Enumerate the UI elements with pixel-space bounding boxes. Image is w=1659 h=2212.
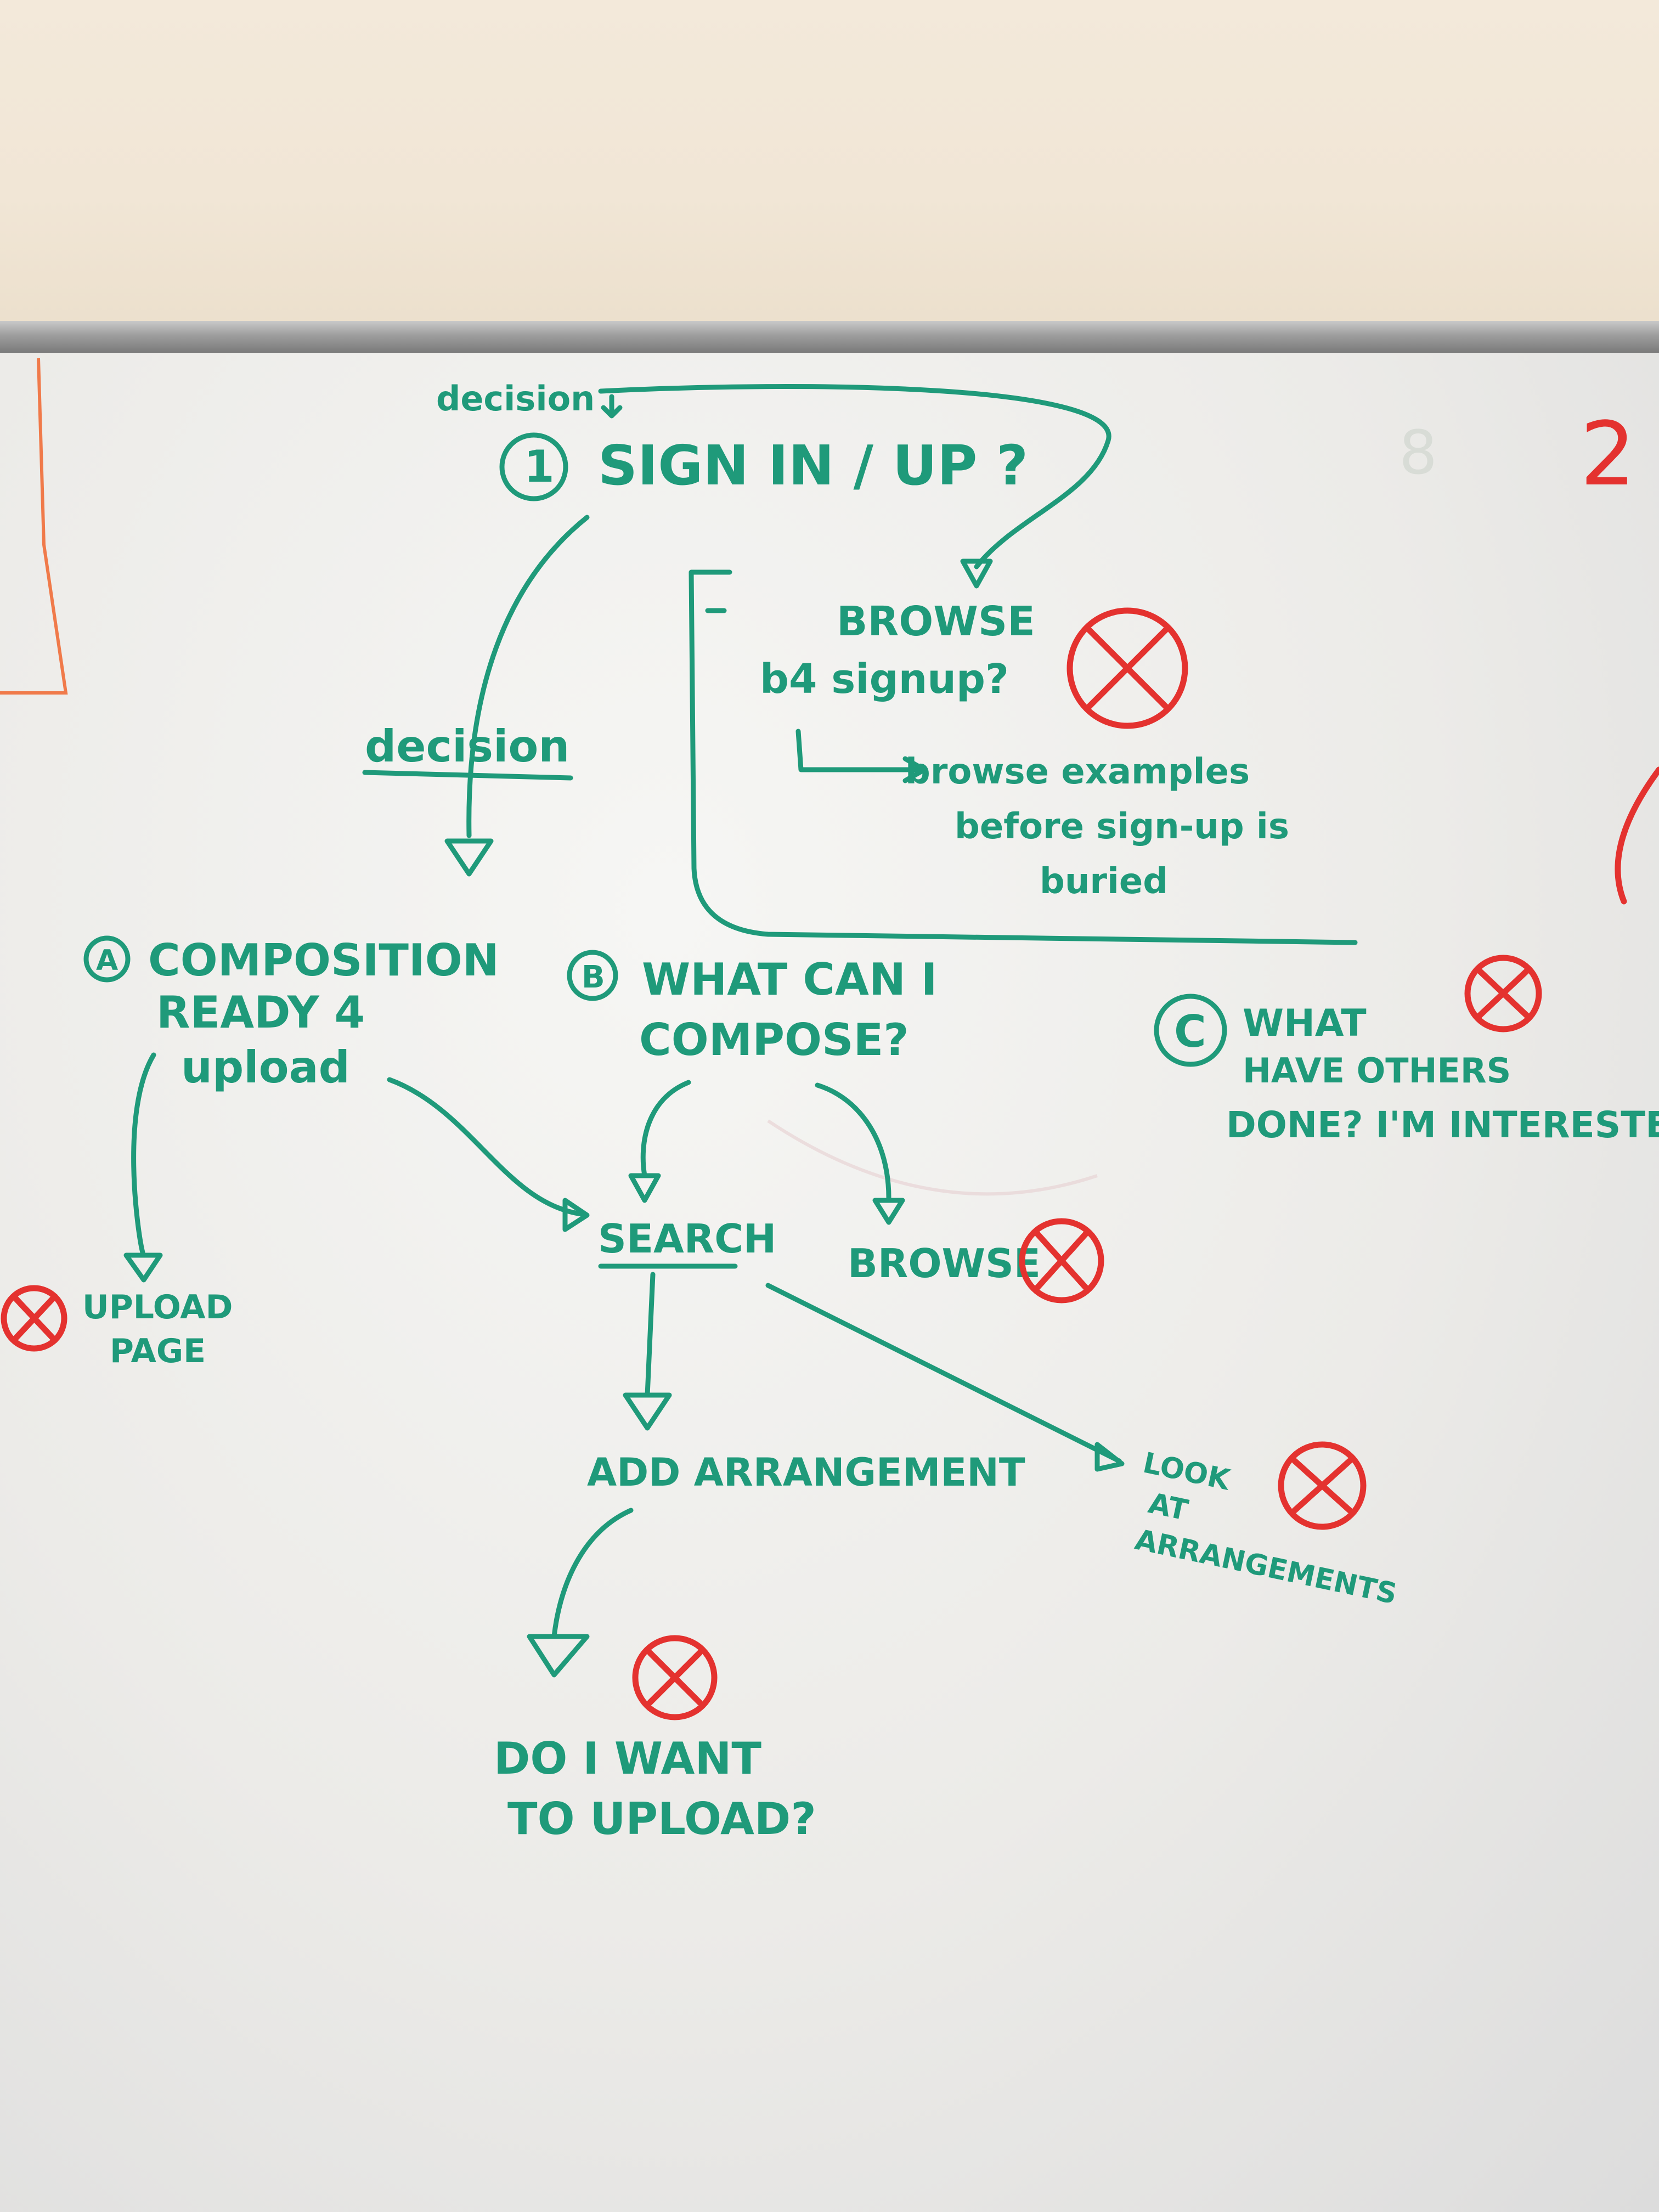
do-upload-red-x (647, 1650, 703, 1706)
decision-down-arrow (444, 838, 494, 877)
c-line3: DONE? I'M INTERESTED (1226, 1104, 1659, 1146)
search-text: SEARCH (598, 1216, 776, 1262)
ghost-mark: 8 (1399, 417, 1437, 488)
search-to-add-line (645, 1272, 656, 1398)
b-to-search-arrow-head (628, 1173, 661, 1203)
upload-line2: PAGE (110, 1332, 206, 1370)
browse-bottom-text: BROWSE (848, 1240, 1041, 1286)
c-red-x (1475, 967, 1531, 1020)
decision-underline (362, 770, 573, 781)
browse-examples-arrow (795, 729, 927, 783)
do-line1: DO I WANT (494, 1733, 761, 1784)
a-to-upload-curve (131, 1052, 156, 1255)
c-red-circle (1464, 955, 1542, 1032)
browse-bottom-red-circle (1019, 1218, 1104, 1304)
whiteboard-drawing: 8 decision 1 SIGN IN / UP ? decision BRO… (0, 358, 1659, 1844)
ghost-smudge (767, 1119, 1098, 1196)
browse-bracket (689, 569, 1358, 945)
c-line1: WHAT (1243, 1002, 1367, 1045)
step1-number: 1 (524, 441, 555, 492)
red-edge-arc (1615, 766, 1659, 905)
browse-line1: BROWSE (837, 598, 1035, 645)
look-red-circle (1278, 1441, 1367, 1530)
browse-line2: b4 signup? (760, 656, 1009, 703)
signin-to-decision-curve (466, 515, 590, 838)
decision-top-label: decision (436, 379, 595, 419)
b-circle (567, 950, 618, 1001)
b-line1: WHAT CAN I (642, 954, 938, 1005)
browse-signup-red-x (1086, 627, 1169, 710)
b-to-search-curve (640, 1080, 691, 1178)
upload-line1: UPLOAD (82, 1288, 233, 1327)
add-to-upload-arrow-head (527, 1634, 590, 1678)
step1-circle (499, 432, 568, 501)
look-line3: ARRANGEMENTS (1132, 1523, 1400, 1611)
a-label: A (96, 944, 118, 977)
browse-examples-line3: buried (1040, 861, 1168, 902)
b-to-browse-curve (815, 1082, 891, 1200)
a-circle (83, 935, 131, 983)
decision-small-arrow (601, 394, 623, 419)
c-line2: HAVE OTHERS (1243, 1051, 1511, 1091)
search-to-add-arrow-head (623, 1392, 672, 1431)
do-line2: TO UPLOAD? (507, 1793, 816, 1844)
look-red-x (1291, 1458, 1353, 1514)
look-line2: AT (1146, 1487, 1191, 1527)
browse-examples-line1: browse examples (905, 752, 1250, 792)
upload-arrow-head (123, 1252, 163, 1283)
do-upload-red-circle (632, 1635, 718, 1720)
red-number-2: 2 (1580, 403, 1636, 505)
whiteboard-frame (0, 321, 1659, 353)
a-line1: COMPOSITION (148, 935, 499, 986)
upload-red-x (10, 1293, 58, 1344)
decision-to-browse-arrow (598, 384, 1111, 569)
b-to-browse-arrow-head (872, 1198, 905, 1225)
search-to-look-line (765, 1283, 1122, 1464)
b-line2: COMPOSE? (639, 1014, 909, 1065)
b-label: B (582, 960, 605, 995)
a-to-search-arrow-head (562, 1198, 590, 1232)
upload-red-circle (1, 1285, 67, 1352)
browse-signup-red-circle (1066, 607, 1188, 729)
browse-examples-line2: before sign-up is (955, 806, 1289, 847)
decision-arrow-head (960, 558, 993, 589)
search-to-look-arrow-head (1094, 1442, 1125, 1472)
a-to-search-arrow (387, 1077, 584, 1217)
c-label: C (1174, 1006, 1206, 1057)
browse-bottom-red-x (1034, 1230, 1090, 1291)
look-at-arrangements-group: LOOK AT ARRANGEMENTS (1132, 1447, 1400, 1611)
sign-in-up-text: SIGN IN / UP ? (598, 433, 1028, 498)
orange-border-mark (0, 358, 68, 695)
c-circle (1154, 994, 1227, 1067)
add-to-upload-curve (551, 1508, 634, 1639)
a-line3: upload (181, 1042, 350, 1093)
whiteboard: 8 decision 1 SIGN IN / UP ? decision BRO… (0, 353, 1659, 2212)
a-line2: READY 4 (156, 987, 365, 1038)
add-arrangement-text: ADD ARRANGEMENT (587, 1450, 1025, 1495)
decision-mid-label: decision (365, 721, 569, 772)
wall (0, 0, 1659, 324)
